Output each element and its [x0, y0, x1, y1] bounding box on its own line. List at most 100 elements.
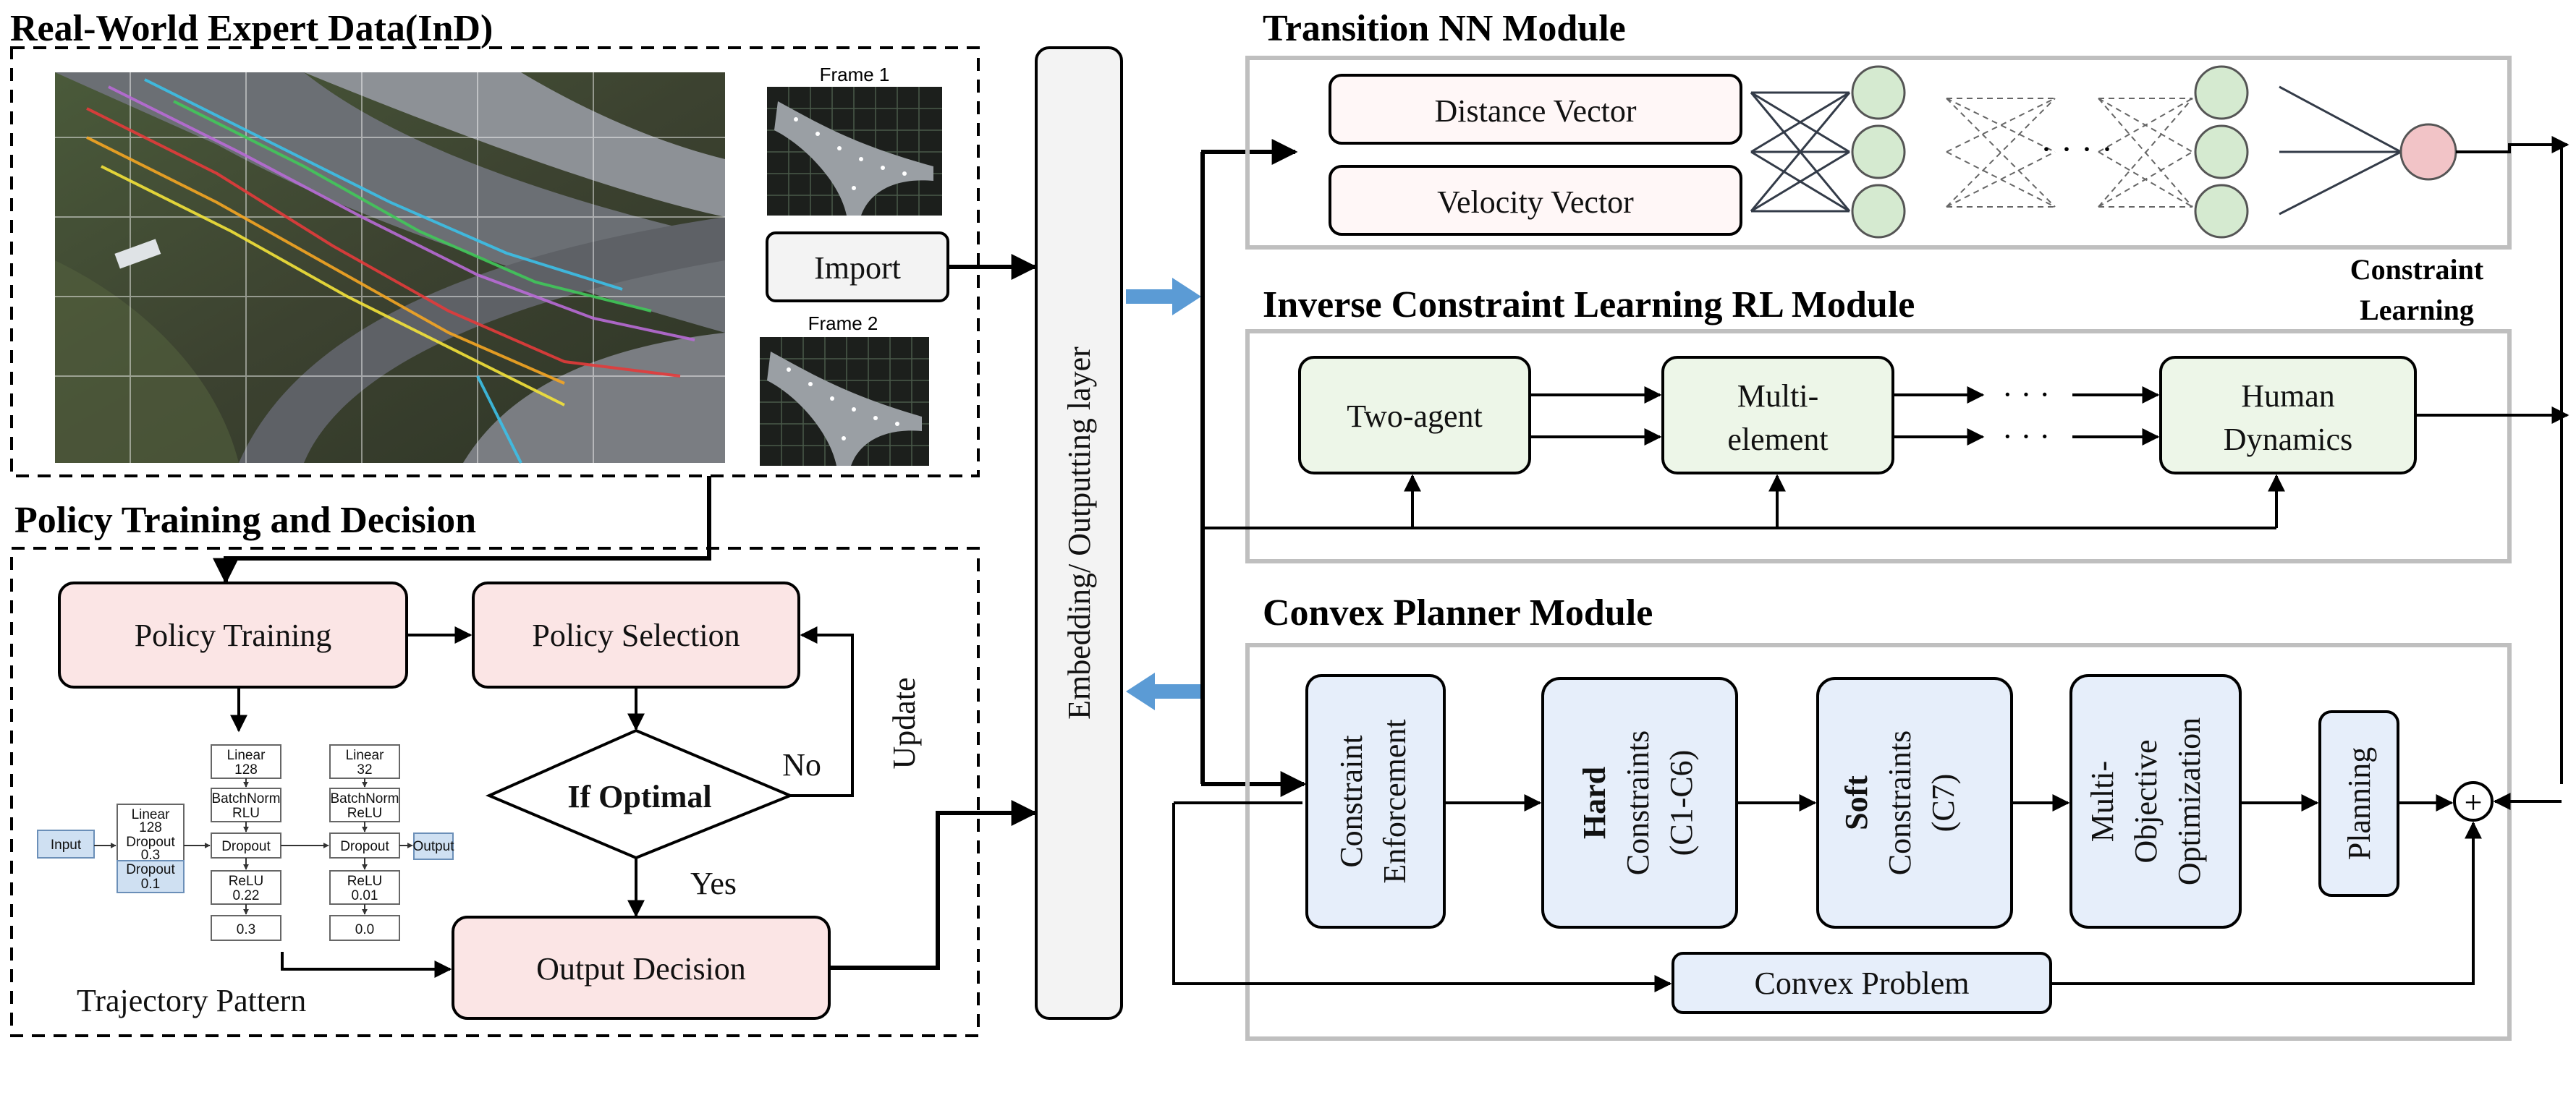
enforcement-l2: Enforcement: [1377, 719, 1412, 883]
soft-l3: (C7): [1925, 774, 1961, 832]
policy-selection-label: Policy Selection: [532, 618, 740, 653]
soft-l2: Constraints: [1882, 731, 1918, 875]
nn-b4-l1: Dropout: [221, 839, 271, 854]
nn-b10-l1: ReLU: [347, 874, 383, 889]
nn-output-node: [2399, 123, 2457, 181]
nn-b5-l1: ReLU: [229, 874, 264, 889]
nn-b2-l2: 128: [234, 762, 258, 778]
sum-node: [2453, 781, 2494, 822]
planning-label: Planning: [2342, 747, 2377, 860]
mo-l3: Optimization: [2172, 717, 2207, 885]
two-agent-box: [1298, 356, 1531, 474]
nn-node-2c: [2194, 184, 2249, 239]
icl-title: Inverse Constraint Learning RL Module: [1263, 284, 1915, 325]
real-world-frame: [10, 46, 980, 477]
nn-b1-l1: Linear: [132, 807, 170, 822]
arrow-loop-to-problem: [1172, 803, 1672, 992]
nn-b8-l1: BatchNorm: [330, 791, 399, 806]
nn-b5-l2: 0.22: [233, 888, 260, 903]
convex-module-frame: [1245, 643, 2512, 1041]
distance-vector-box: [1329, 74, 1742, 145]
enforcement-l1: Constraint: [1334, 735, 1369, 867]
frame2-image: [760, 337, 929, 466]
velocity-vector-label: Velocity Vector: [1437, 184, 1634, 220]
no-label: No: [782, 747, 821, 783]
blue-arrow-right: [1126, 278, 1201, 315]
nn-b10-l2: 0.01: [352, 888, 378, 903]
nn-b9-box: [329, 832, 400, 859]
velocity-vector-box: [1329, 165, 1742, 236]
two-agent-label: Two-agent: [1347, 399, 1483, 434]
nn-node-2a: [2194, 65, 2249, 120]
nn-b1b-l1: Dropout: [126, 862, 175, 877]
yes-label: Yes: [690, 866, 737, 901]
constraint-enforcement-box: [1305, 674, 1446, 929]
nn-output-label: Output: [412, 839, 454, 854]
constraint-learning-l2: Learning: [2360, 294, 2474, 326]
blue-arrow-left: [1126, 673, 1201, 710]
arrow-realworld-policy: [213, 476, 711, 584]
arrow-no-update: [790, 626, 854, 797]
icl-dots-bottom: · · ·: [2002, 419, 2050, 454]
policy-training-label: Policy Training: [135, 618, 332, 653]
convex-problem-label: Convex Problem: [1755, 966, 1970, 1001]
aerial-image: [55, 72, 725, 464]
nn-b8-box: [329, 788, 400, 822]
distance-vector-label: Distance Vector: [1435, 93, 1637, 129]
embedding-layer-box: [1035, 46, 1123, 1020]
policy-frame: [10, 547, 980, 1037]
nn-b3-l2: RLU: [232, 806, 260, 821]
nn-b3-l1: BatchNorm: [211, 791, 280, 806]
nn-input-label: Input: [51, 838, 82, 853]
mo-l1: Multi-: [2085, 761, 2120, 842]
nn-b1-l2: 128: [139, 820, 162, 835]
frame2-label: Frame 2: [808, 312, 878, 334]
embedding-layer-label: Embedding/ Outputting layer: [1062, 346, 1097, 720]
nn-b4-box: [211, 832, 281, 859]
update-label: Update: [886, 677, 922, 769]
constraint-learning-l1: Constraint: [2350, 253, 2484, 286]
nn-node-1a: [1851, 65, 1906, 120]
multi-element-l2: element: [1727, 422, 1828, 457]
hard-l3: (C1-C6): [1664, 750, 1699, 856]
output-decision-label: Output Decision: [536, 951, 746, 987]
human-dynamics-l1: Human: [2241, 378, 2335, 414]
nn-output-box: [413, 832, 454, 860]
nn-b7-l1: Linear: [346, 748, 384, 763]
frame1-label: Frame 1: [820, 64, 890, 85]
convex-title: Convex Planner Module: [1263, 592, 1653, 634]
nn-node-2b: [2194, 124, 2249, 179]
transition-nn-graph: · · · ·: [1750, 65, 2457, 239]
icl-module-frame: [1245, 329, 2512, 563]
nn-b6-box: [211, 915, 281, 941]
nn-b8-l2: ReLU: [347, 806, 383, 821]
if-optimal-label: If Optimal: [567, 779, 711, 814]
nn-node-1c: [1851, 184, 1906, 239]
nn-b6-l1: 0.3: [237, 922, 255, 937]
transition-title: Transition NN Module: [1263, 8, 1626, 49]
sum-node-label: +: [2465, 785, 2483, 820]
nn-b7-l2: 32: [357, 762, 372, 778]
nn-b11-l1: 0.0: [355, 922, 374, 937]
nn-b11-box: [329, 915, 400, 941]
nn-b2-box: [211, 744, 281, 779]
import-label: Import: [814, 250, 901, 286]
nn-b5-box: [211, 870, 281, 905]
nn-dots: · · · ·: [2041, 130, 2113, 169]
nn-b2-l1: Linear: [227, 748, 266, 763]
arrow-nn-output-right: [2456, 136, 2569, 153]
soft-l1: Soft: [1839, 775, 1874, 830]
nn-b1b-l2: 0.1: [141, 877, 160, 892]
real-world-title: Real-World Expert Data(InD): [10, 8, 493, 49]
arrow-output-embedding: [829, 800, 1038, 970]
nn-node-1b: [1851, 124, 1906, 179]
nn-b9-l1: Dropout: [340, 839, 389, 854]
frame1-image: [767, 87, 942, 216]
trajectory-nn-diagram: Input Linear 128 Dropout 0.3 Dropout 0.1…: [37, 744, 454, 941]
arrow-trajectory-output: [281, 952, 452, 978]
nn-b1-l3: Dropout: [126, 835, 175, 850]
icl-dots-top: · · ·: [2002, 377, 2050, 412]
arrow-problem-to-sum: [2051, 821, 2482, 985]
hard-l1: Hard: [1577, 767, 1612, 839]
trajectory-pattern-label: Trajectory Pattern: [77, 983, 306, 1018]
